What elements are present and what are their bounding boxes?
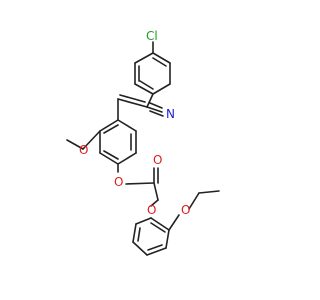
ester-oxygen-label: O bbox=[114, 175, 123, 189]
carbonyl-oxygen-label: O bbox=[153, 153, 162, 167]
methoxy-bond-1 bbox=[82, 130, 101, 150]
ch2-bond bbox=[153, 182, 159, 201]
vinyl-nitrile bbox=[117, 93, 164, 121]
central-benzene-ring bbox=[99, 119, 137, 165]
ethoxyphenyl-ring bbox=[132, 217, 170, 256]
ethoxy-bond-2 bbox=[188, 192, 200, 210]
nitrogen-label: N bbox=[166, 107, 175, 121]
chlorine-label: Cl bbox=[146, 29, 158, 43]
molecule-structure: Cl N O O O O O bbox=[66, 29, 220, 256]
ester-bond-2 bbox=[125, 182, 155, 185]
ch2-o-bond bbox=[150, 199, 159, 207]
methoxy-oxygen-label: O bbox=[79, 143, 88, 157]
ethoxy-bond-3 bbox=[198, 190, 220, 194]
methoxy-bond-2 bbox=[66, 139, 84, 150]
ethoxy-oxygen-label: O bbox=[181, 203, 190, 217]
chlorophenyl-ring bbox=[134, 52, 171, 95]
ether-oxygen-label: O bbox=[147, 203, 156, 217]
bonds bbox=[66, 41, 220, 256]
ethoxy-bond-1 bbox=[168, 214, 180, 231]
